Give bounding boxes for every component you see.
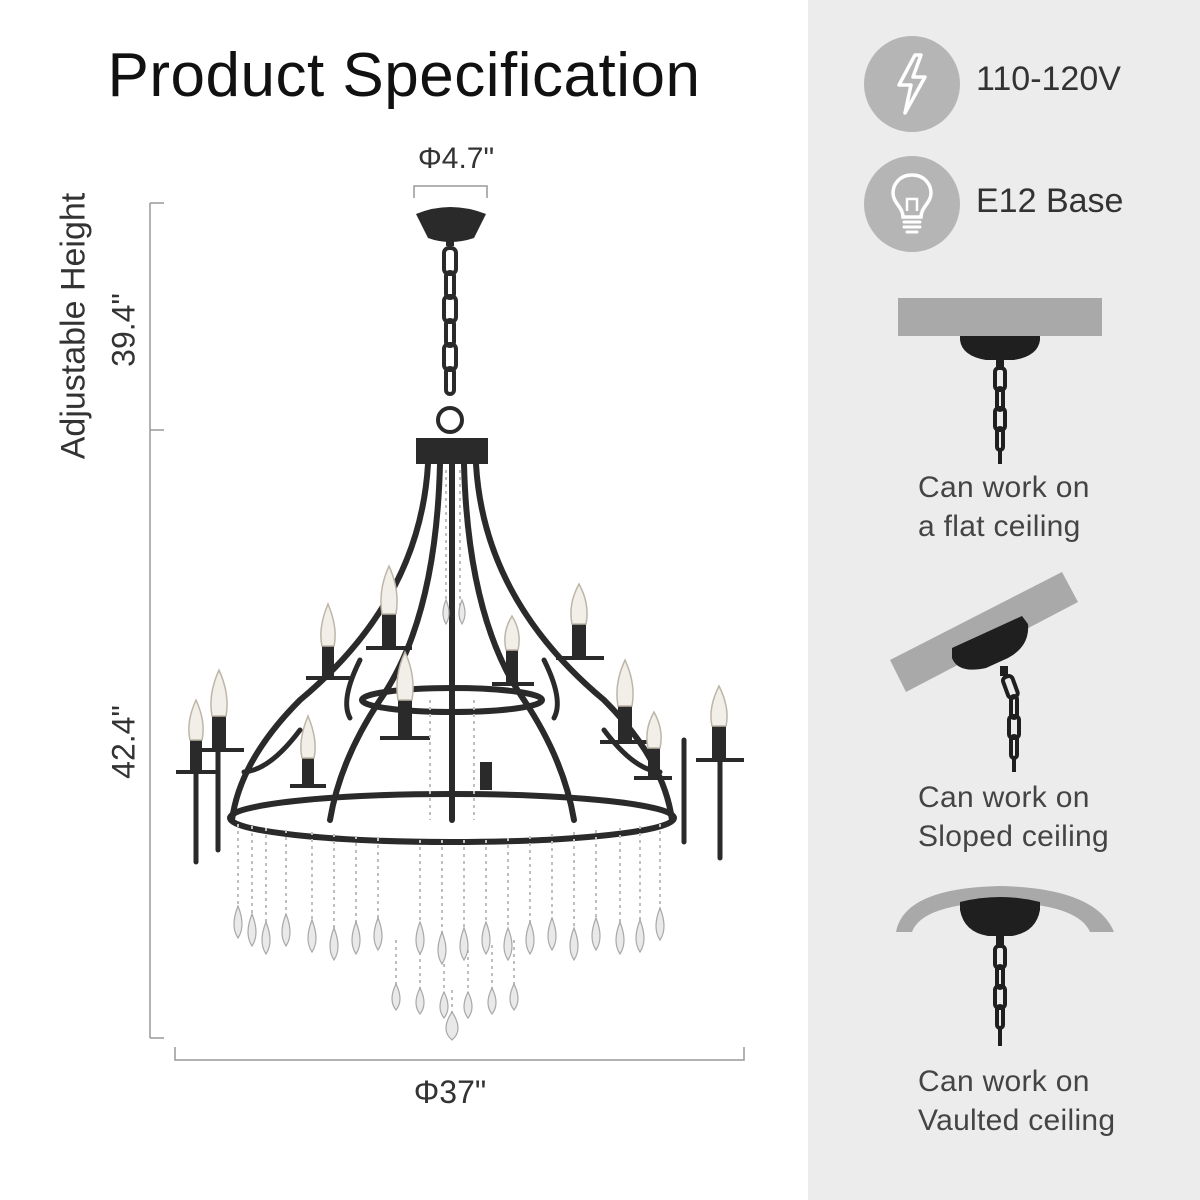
flat-ceiling-caption: Can work on a flat ceiling — [918, 471, 1090, 543]
canopy-diameter-label: Φ4.7" — [417, 142, 495, 175]
canopy-dimension-line — [413, 185, 488, 198]
crystal-drops — [233, 598, 665, 1041]
body-height-label: 42.4" — [105, 705, 142, 779]
chandelier-illustration — [149, 185, 745, 1061]
crystal-strands — [237, 470, 661, 1020]
bulb-icon — [891, 173, 933, 234]
vaulted-ceiling-icon — [896, 886, 1114, 1046]
spec-panel: 110-120V E12 Base Can work on a flat cei… — [808, 0, 1200, 1200]
width-dimension-line — [174, 1047, 745, 1061]
canopy — [416, 207, 486, 246]
body-diameter-label: Φ37" — [413, 1074, 487, 1110]
chain-height-label: 39.4" — [105, 293, 142, 367]
center-column — [229, 438, 675, 823]
sloped-ceiling-icon — [890, 572, 1078, 772]
vaulted-ceiling-caption: Can work on Vaulted ceiling — [918, 1065, 1116, 1137]
candles — [176, 614, 744, 790]
ring — [227, 685, 677, 845]
base-badge — [864, 156, 960, 252]
dimension-lines — [149, 185, 745, 1061]
voltage-label: 110-120V — [976, 60, 1121, 98]
chain — [436, 246, 464, 434]
adjustable-height-label: Adjustable Height — [54, 192, 93, 460]
flat-ceiling-icon — [898, 298, 1102, 464]
base-label: E12 Base — [976, 182, 1124, 220]
product-panel: Product Specification — [54, 41, 745, 1110]
lightning-icon — [897, 53, 927, 115]
voltage-badge — [864, 36, 960, 132]
sloped-ceiling-caption: Can work on Sloped ceiling — [918, 781, 1109, 853]
page-title: Product Specification — [107, 41, 701, 110]
bulbs — [188, 564, 728, 759]
